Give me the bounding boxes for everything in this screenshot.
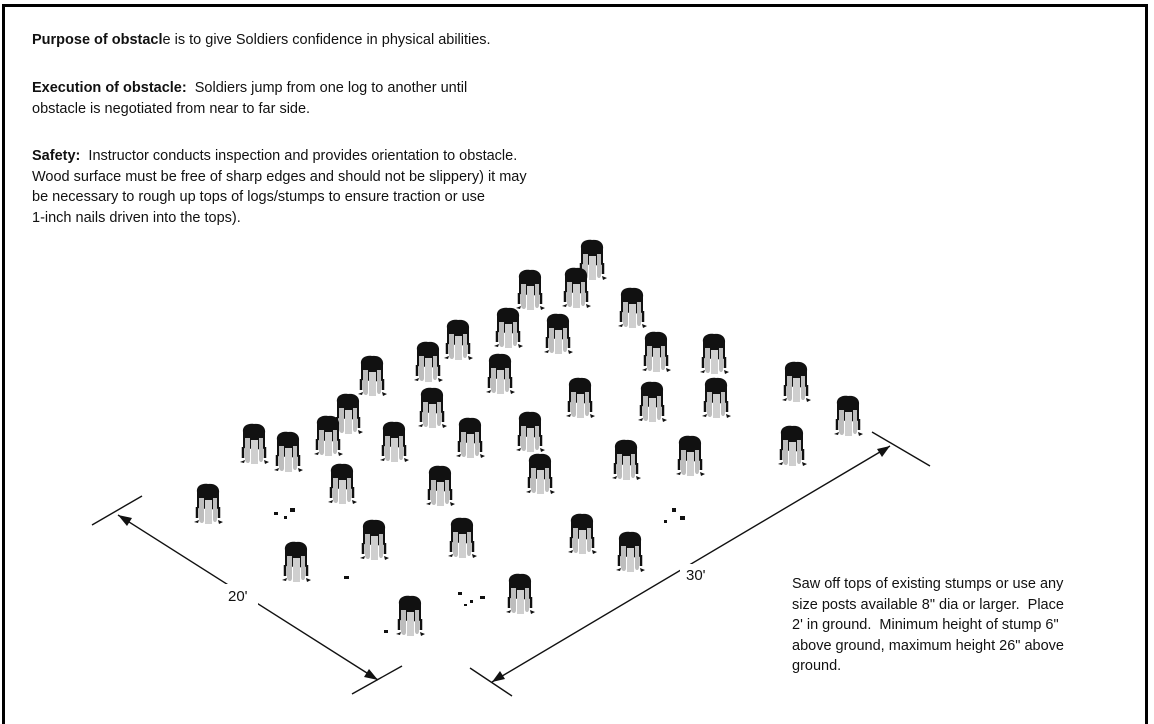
width-dimension-label: 20'	[228, 588, 248, 605]
length-arrow-start	[492, 671, 505, 682]
note-line-2: size posts available 8" dia or larger. P…	[792, 596, 1064, 613]
safety-line-4: 1-inch nails driven into the tops).	[32, 209, 241, 226]
stump	[616, 286, 649, 330]
stump	[564, 376, 597, 420]
stump	[454, 416, 487, 460]
dimension-arrowheads	[118, 446, 890, 682]
safety-paragraph: Safety: Instructor conducts inspection a…	[32, 146, 672, 228]
stump	[492, 306, 525, 350]
stump	[566, 512, 599, 556]
installation-note: Saw off tops of existing stumps or use a…	[792, 574, 1112, 677]
stump	[280, 540, 313, 584]
length-dimension-label: 30'	[686, 567, 706, 584]
stump	[484, 352, 517, 396]
stump	[424, 464, 457, 508]
stump	[378, 420, 411, 464]
stump	[238, 422, 271, 466]
stump	[394, 594, 427, 638]
stump	[542, 312, 575, 356]
safety-line-1: Safety: Instructor conducts inspection a…	[32, 146, 672, 167]
note-line-5: ground.	[792, 658, 842, 674]
safety-text-1: Instructor conducts inspection and provi…	[80, 148, 518, 164]
execution-line-1: Execution of obstacle: Soldiers jump fro…	[32, 78, 592, 99]
length-extension-near	[469, 667, 513, 697]
purpose-paragraph: Purpose of obstacle is to give Soldiers …	[32, 30, 491, 51]
execution-paragraph: Execution of obstacle: Soldiers jump fro…	[32, 78, 592, 119]
safety-line-2: Wood surface must be free of sharp edges…	[32, 168, 527, 185]
stump	[674, 434, 707, 478]
note-line-3: 2' in ground. Minimum height of stump 6"	[792, 617, 1059, 633]
stump	[504, 572, 537, 616]
width-extension-near	[91, 495, 143, 526]
stump	[272, 430, 305, 474]
stump	[832, 394, 865, 438]
stump	[416, 386, 449, 430]
stump	[358, 518, 391, 562]
stump	[446, 516, 479, 560]
stump	[514, 268, 547, 312]
safety-label: Safety:	[32, 148, 81, 164]
stump	[698, 332, 731, 376]
stump	[776, 424, 809, 468]
ground-debris	[274, 508, 685, 633]
stump	[524, 452, 557, 496]
stump	[614, 530, 647, 574]
length-extension-far	[871, 431, 931, 467]
stump	[442, 318, 475, 362]
width-arrow-start	[118, 515, 132, 526]
stump	[636, 380, 669, 424]
purpose-text: is to give Soldiers confidence in physic…	[170, 32, 491, 48]
note-line-4: above ground, maximum height 26" above	[792, 637, 1064, 654]
execution-line-2: obstacle is negotiated from near to far …	[32, 100, 311, 117]
stump	[412, 340, 445, 384]
figure-frame	[2, 4, 1148, 724]
length-arrow-end	[877, 446, 890, 457]
stump	[192, 482, 225, 526]
stump	[560, 266, 593, 310]
width-arrow-end	[364, 669, 378, 680]
stump	[326, 462, 359, 506]
purpose-label-tail: e	[162, 32, 171, 48]
safety-line-3: be necessary to rough up tops of logs/st…	[32, 189, 485, 205]
stump	[640, 330, 673, 374]
execution-label: Execution of obstacle:	[32, 80, 187, 96]
note-line-1: Saw off tops of existing stumps or use a…	[792, 576, 1064, 592]
stump	[780, 360, 813, 404]
purpose-label: Purpose of obstacl	[32, 32, 163, 48]
stump	[514, 410, 547, 454]
stump	[312, 414, 345, 458]
stump	[356, 354, 389, 398]
stump	[700, 376, 733, 420]
stump-field	[192, 238, 865, 638]
execution-text-1: Soldiers jump from one log to another un…	[186, 80, 468, 96]
stump	[610, 438, 643, 482]
